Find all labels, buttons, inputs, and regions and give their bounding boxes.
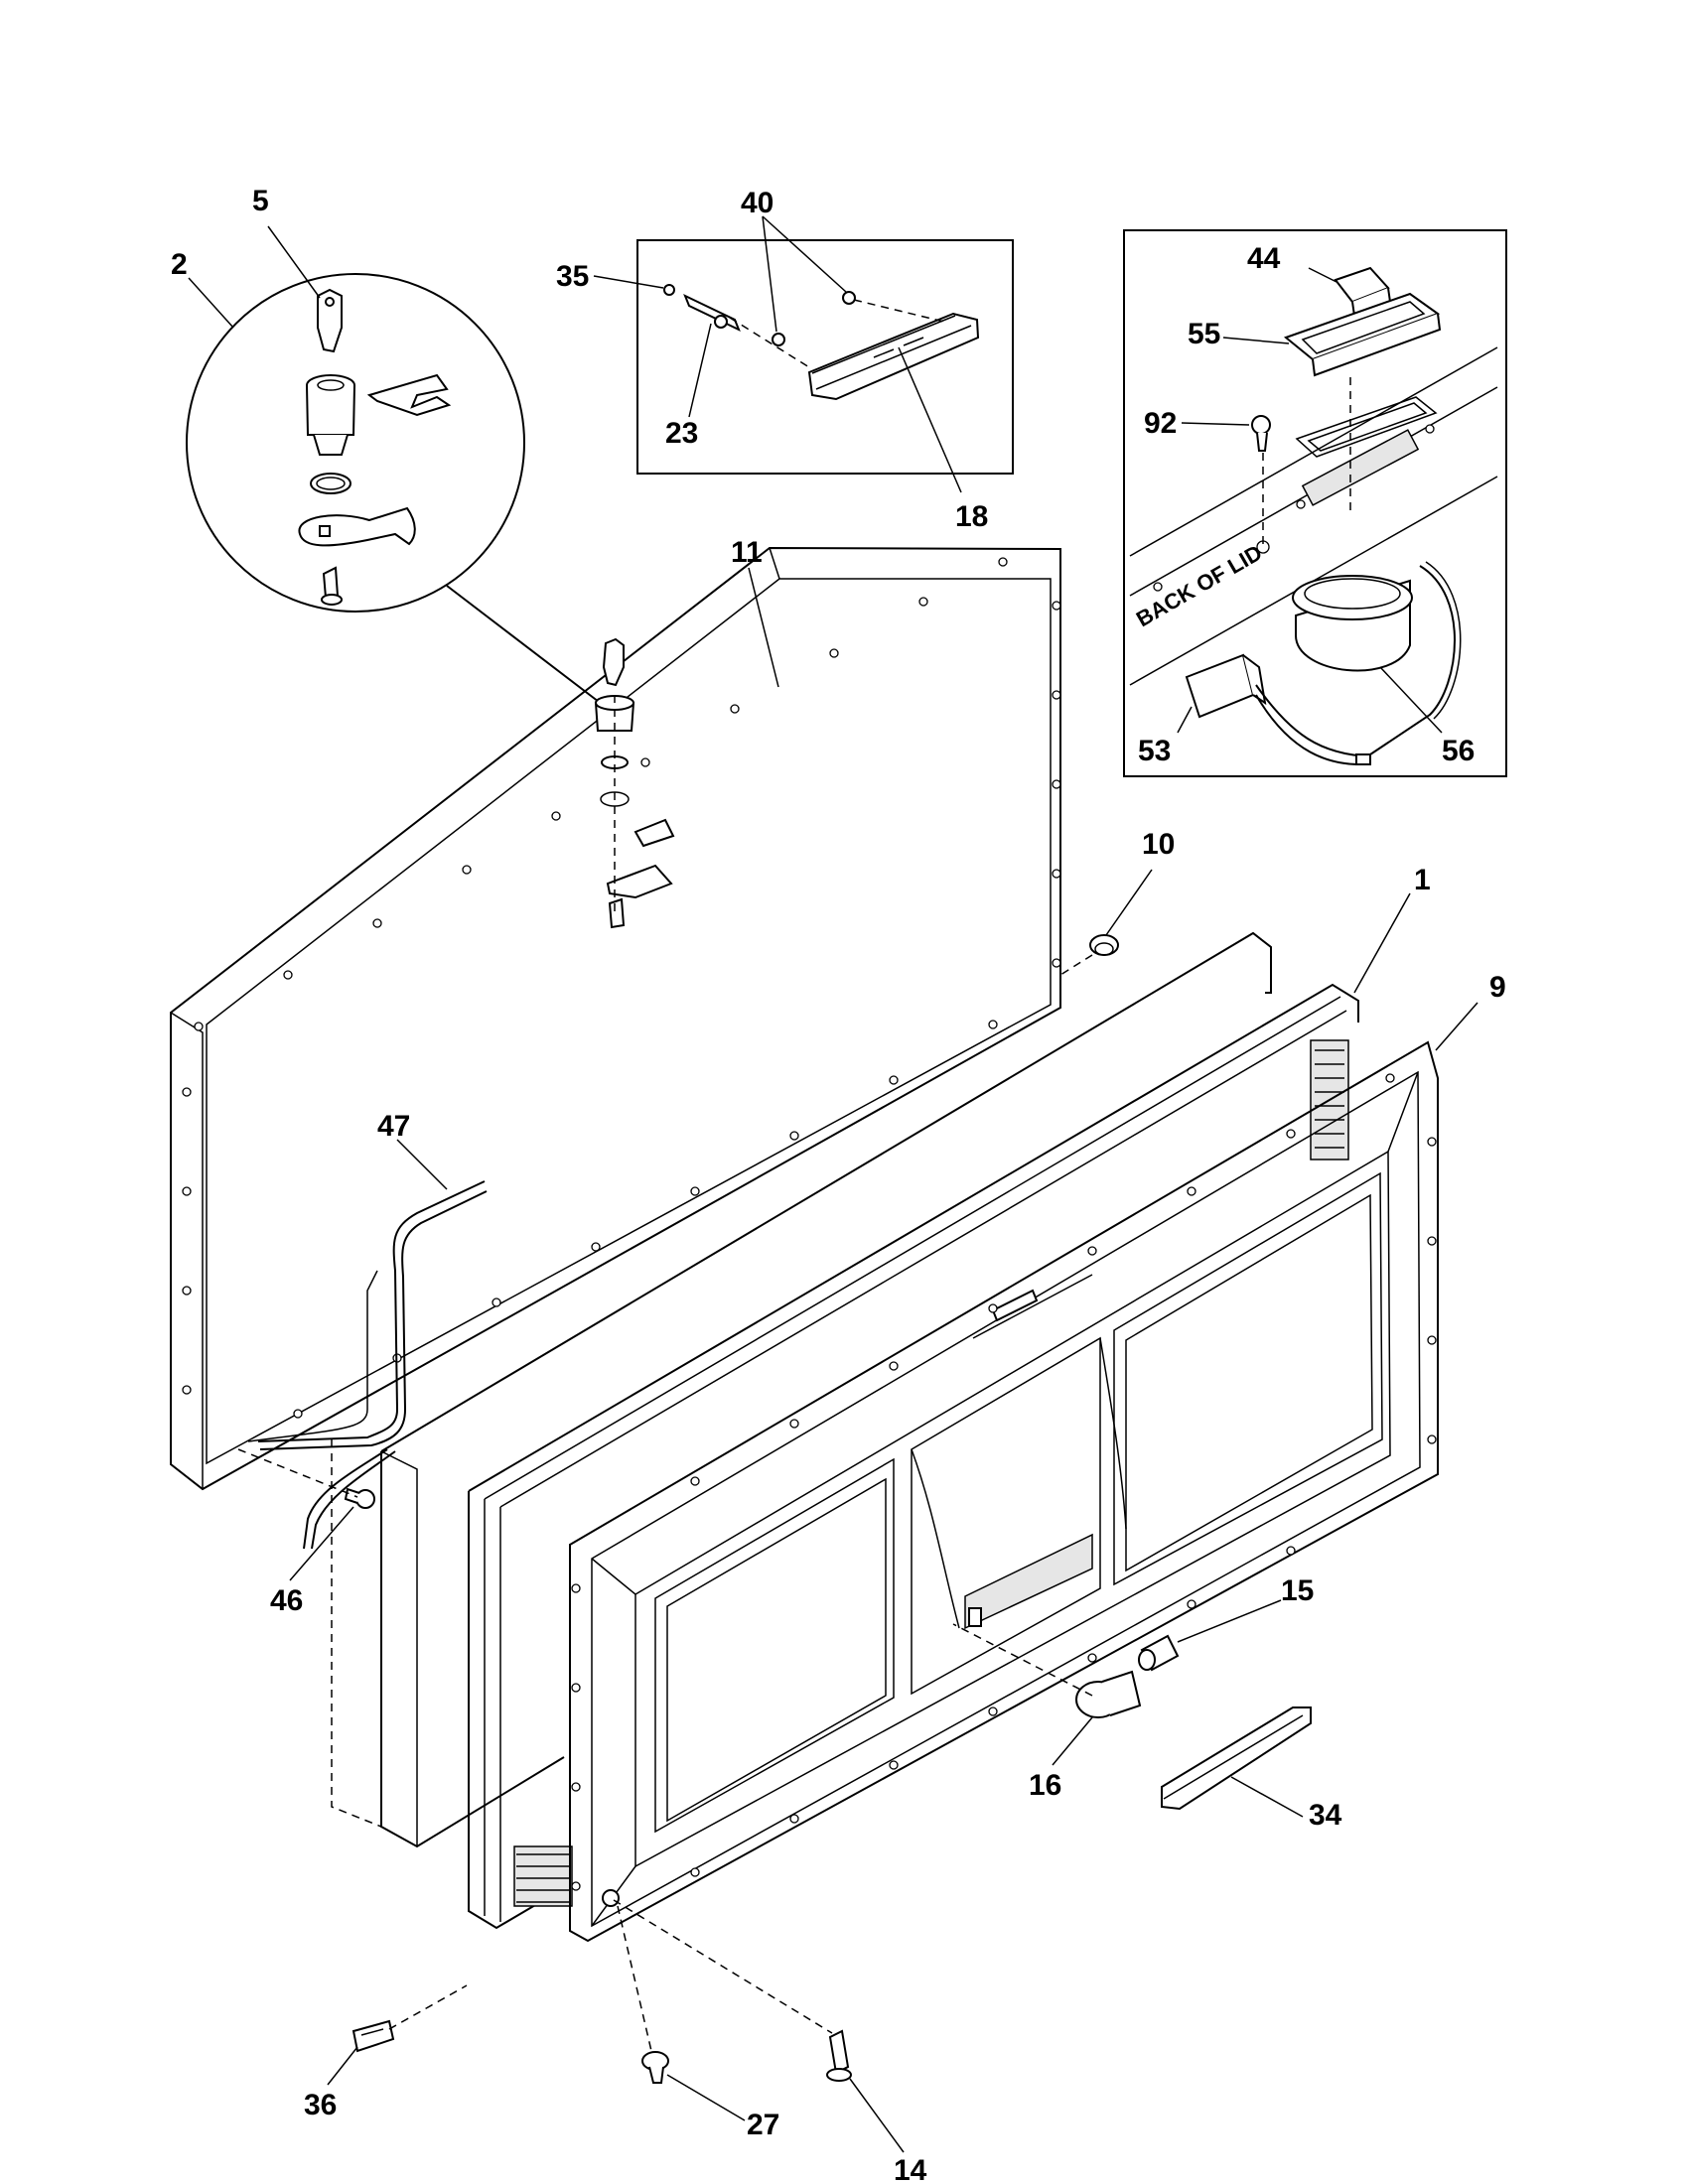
callout-53: 53 <box>1138 735 1171 767</box>
callout-15: 15 <box>1281 1574 1314 1607</box>
callout-35: 35 <box>556 260 589 293</box>
insulation-block <box>380 931 1272 1848</box>
callout-1: 1 <box>1414 864 1431 896</box>
small-parts <box>327 869 1312 2153</box>
callout-2: 2 <box>171 248 188 281</box>
callout-40: 40 <box>741 187 774 219</box>
gasket-frame <box>468 892 1411 1930</box>
lid-assembly <box>569 1002 1478 1943</box>
callout-16: 16 <box>1029 1769 1061 1802</box>
heater-wire <box>237 1139 488 1581</box>
callout-23: 23 <box>665 417 698 450</box>
callout-11: 11 <box>731 536 763 569</box>
callout-55: 55 <box>1188 318 1220 350</box>
callout-14: 14 <box>894 2154 927 2184</box>
callout-27: 27 <box>747 2109 779 2141</box>
callout-46: 46 <box>270 1584 303 1617</box>
callout-34: 34 <box>1309 1799 1342 1832</box>
back-of-lid-inset: BACK OF LID <box>1123 229 1507 777</box>
callout-47: 47 <box>377 1110 410 1143</box>
lid-liner-panel <box>170 546 1061 1491</box>
callout-18: 18 <box>955 500 988 533</box>
lock-detail-circle <box>186 225 604 706</box>
callout-92: 92 <box>1144 407 1177 440</box>
handle-inset <box>593 215 1014 493</box>
callout-56: 56 <box>1442 735 1475 767</box>
callout-10: 10 <box>1142 828 1175 861</box>
callout-5: 5 <box>252 185 269 217</box>
callout-44: 44 <box>1247 242 1281 275</box>
back-of-lid-label: BACK OF LID <box>1132 540 1266 632</box>
callout-labels: 1 2 5 9 10 11 14 15 16 18 23 27 34 35 36… <box>171 185 1506 2184</box>
callout-9: 9 <box>1489 971 1506 1004</box>
callout-36: 36 <box>304 2089 337 2121</box>
